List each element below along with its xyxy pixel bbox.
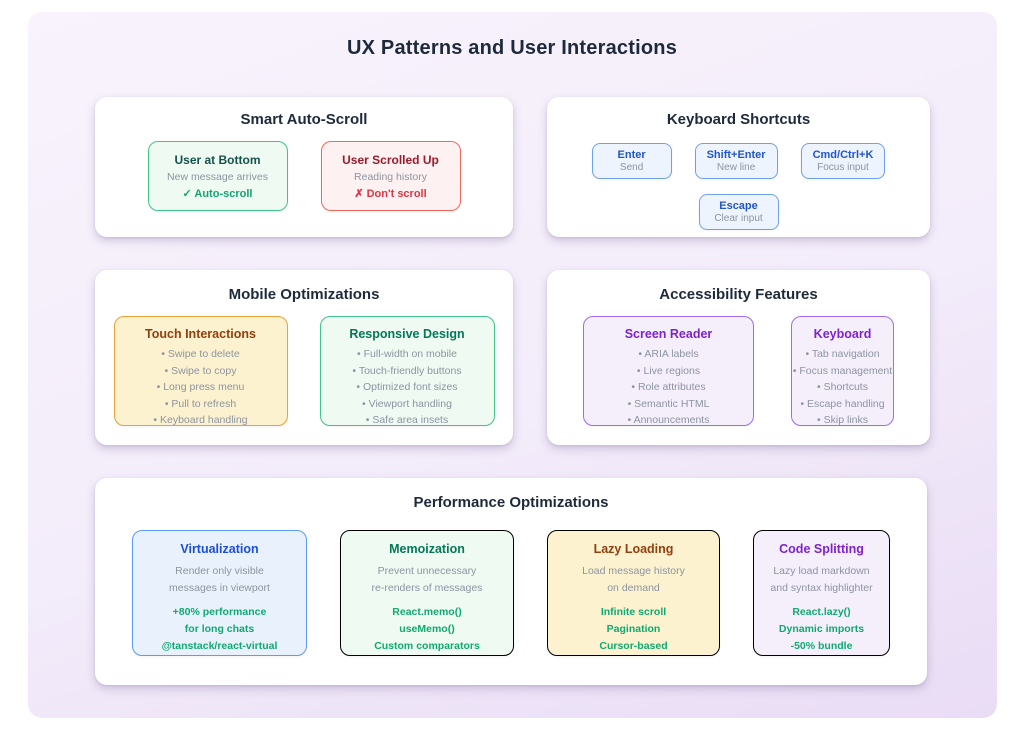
list-item: ARIA labels: [584, 346, 753, 363]
auto-scroll-cards-row: User at Bottom New message arrives ✓ Aut…: [95, 141, 513, 211]
shortcut-key: Enter: [617, 149, 646, 161]
card-highlight: Custom comparators: [374, 640, 480, 652]
card-highlight: useMemo(): [399, 623, 455, 635]
card-action-dont-scroll: ✗ Don't scroll: [354, 187, 427, 200]
list-item: Full-width on mobile: [321, 346, 494, 363]
feature-card-touch-interactions: Touch Interactions Swipe to delete Swipe…: [113, 316, 288, 429]
panel-mobile-optimizations: Mobile Optimizations Touch Interactions …: [95, 270, 513, 445]
panel-title: Keyboard Shortcuts: [666, 111, 811, 128]
shortcuts-row-1: Enter Send Shift+Enter New line Cmd/Ctrl…: [547, 143, 930, 179]
card-highlight: +80% performance: [172, 606, 267, 618]
list-item: Tab navigation: [792, 346, 893, 363]
list-item: Touch-friendly buttons: [321, 363, 494, 380]
card-highlight: Pagination: [606, 623, 661, 635]
page-title: UX Patterns and User Interactions: [346, 37, 678, 59]
card-highlight: Dynamic imports: [778, 623, 865, 635]
list-item: Skip links: [792, 412, 893, 429]
list-item: Escape handling: [792, 396, 893, 413]
list-item: Swipe to copy: [115, 363, 287, 380]
list-item: Role attributes: [584, 379, 753, 396]
list-item: Announcements: [584, 412, 753, 429]
panel-title: Performance Optimizations: [413, 494, 609, 511]
card-highlight: React.memo(): [392, 606, 462, 618]
list-item: Focus management: [792, 363, 893, 380]
list-item: Optimized font sizes: [321, 379, 494, 396]
card-description: Prevent unnecessary re-renders of messag…: [341, 563, 513, 597]
perf-card-code-splitting: Code Splitting Lazy load markdown and sy…: [753, 530, 890, 656]
card-description: Load message history on demand: [548, 563, 719, 597]
shortcut-key: Shift+Enter: [706, 149, 766, 161]
shortcut-key: Cmd/Ctrl+K: [812, 149, 874, 161]
feature-card-responsive-design: Responsive Design Full-width on mobile T…: [319, 316, 495, 429]
card-description-line: Render only visible: [175, 565, 264, 577]
panel-performance-optimizations: Performance Optimizations Virtualization…: [95, 478, 927, 685]
shortcut-key: Escape: [719, 200, 758, 212]
list-item: Semantic HTML: [584, 396, 753, 413]
perf-card-virtualization: Virtualization Render only visible messa…: [132, 530, 307, 656]
card-title: Responsive Design: [349, 327, 465, 341]
shortcut-action: Clear input: [714, 213, 763, 224]
card-title: Touch Interactions: [145, 327, 256, 341]
card-highlight: React.lazy(): [792, 606, 851, 618]
shortcut-action: Focus input: [817, 162, 869, 173]
list-item: Safe area insets: [321, 412, 494, 429]
card-description-line: Prevent unnecessary: [377, 565, 477, 577]
list-item: Swipe to delete: [115, 346, 287, 363]
card-title: Keyboard: [813, 327, 872, 341]
shortcut-action: New line: [716, 162, 756, 173]
card-highlight: for long chats: [184, 623, 255, 635]
shortcuts-row-2: Escape Clear input: [547, 194, 930, 230]
card-description-line: and syntax highlighter: [770, 582, 873, 594]
card-subtitle: New message arrives: [167, 170, 268, 183]
card-highlight: @tanstack/react-virtual: [161, 640, 278, 652]
card-description: Render only visible messages in viewport: [133, 563, 306, 597]
accessibility-cards-row: Screen Reader ARIA labels Live regions R…: [547, 316, 930, 426]
list-item: Keyboard handling: [115, 412, 287, 429]
card-action-auto-scroll: ✓ Auto-scroll: [182, 187, 253, 200]
card-description-line: Load message history: [582, 565, 685, 577]
card-title: Screen Reader: [624, 327, 713, 341]
mobile-cards-row: Touch Interactions Swipe to delete Swipe…: [95, 316, 513, 426]
kbd-card-escape: Escape Clear input: [698, 194, 779, 230]
panel-keyboard-shortcuts: Keyboard Shortcuts Enter Send Shift+Ente…: [547, 97, 930, 237]
perf-card-memoization: Memoization Prevent unnecessary re-rende…: [340, 530, 514, 656]
feature-card-keyboard: Keyboard Tab navigation Focus management…: [791, 316, 894, 426]
panel-smart-auto-scroll: Smart Auto-Scroll User at Bottom New mes…: [95, 97, 513, 237]
kbd-card-cmd-ctrl-k: Cmd/Ctrl+K Focus input: [800, 143, 886, 179]
card-title: User at Bottom: [174, 152, 261, 167]
shortcut-action: Send: [619, 162, 644, 173]
panel-title: Smart Auto-Scroll: [240, 111, 368, 128]
card-description-line: messages in viewport: [169, 582, 270, 594]
state-card-user-scrolled-up: User Scrolled Up Reading history ✗ Don't…: [320, 141, 461, 211]
kbd-card-enter: Enter Send: [591, 143, 672, 179]
list-item: Viewport handling: [321, 396, 494, 413]
card-title: Virtualization: [180, 542, 259, 556]
card-title: Code Splitting: [779, 542, 864, 556]
panel-title: Accessibility Features: [659, 286, 818, 303]
kbd-card-shift-enter: Shift+Enter New line: [694, 143, 778, 179]
card-description-line: Lazy load markdown: [773, 565, 870, 577]
performance-cards-row: Virtualization Render only visible messa…: [95, 530, 927, 656]
card-description-line: re-renders of messages: [371, 582, 483, 594]
panel-title: Mobile Optimizations: [228, 286, 380, 303]
card-highlight: Infinite scroll: [600, 606, 667, 618]
feature-card-screen-reader: Screen Reader ARIA labels Live regions R…: [583, 316, 754, 426]
card-description: Lazy load markdown and syntax highlighte…: [754, 563, 889, 597]
list-item: Live regions: [584, 363, 753, 380]
card-description-line: on demand: [607, 582, 660, 594]
card-subtitle: Reading history: [354, 170, 427, 183]
list-item: Long press menu: [115, 379, 287, 396]
panel-accessibility-features: Accessibility Features Screen Reader ARI…: [547, 270, 930, 445]
card-highlight: Cursor-based: [599, 640, 668, 652]
state-card-user-at-bottom: User at Bottom New message arrives ✓ Aut…: [147, 141, 288, 211]
card-title: User Scrolled Up: [342, 152, 439, 167]
card-title: Memoization: [389, 542, 465, 556]
perf-card-lazy-loading: Lazy Loading Load message history on dem…: [547, 530, 720, 656]
card-highlight: -50% bundle: [790, 640, 853, 652]
list-item: Pull to refresh: [115, 396, 287, 413]
list-item: Shortcuts: [792, 379, 893, 396]
card-title: Lazy Loading: [593, 542, 674, 556]
